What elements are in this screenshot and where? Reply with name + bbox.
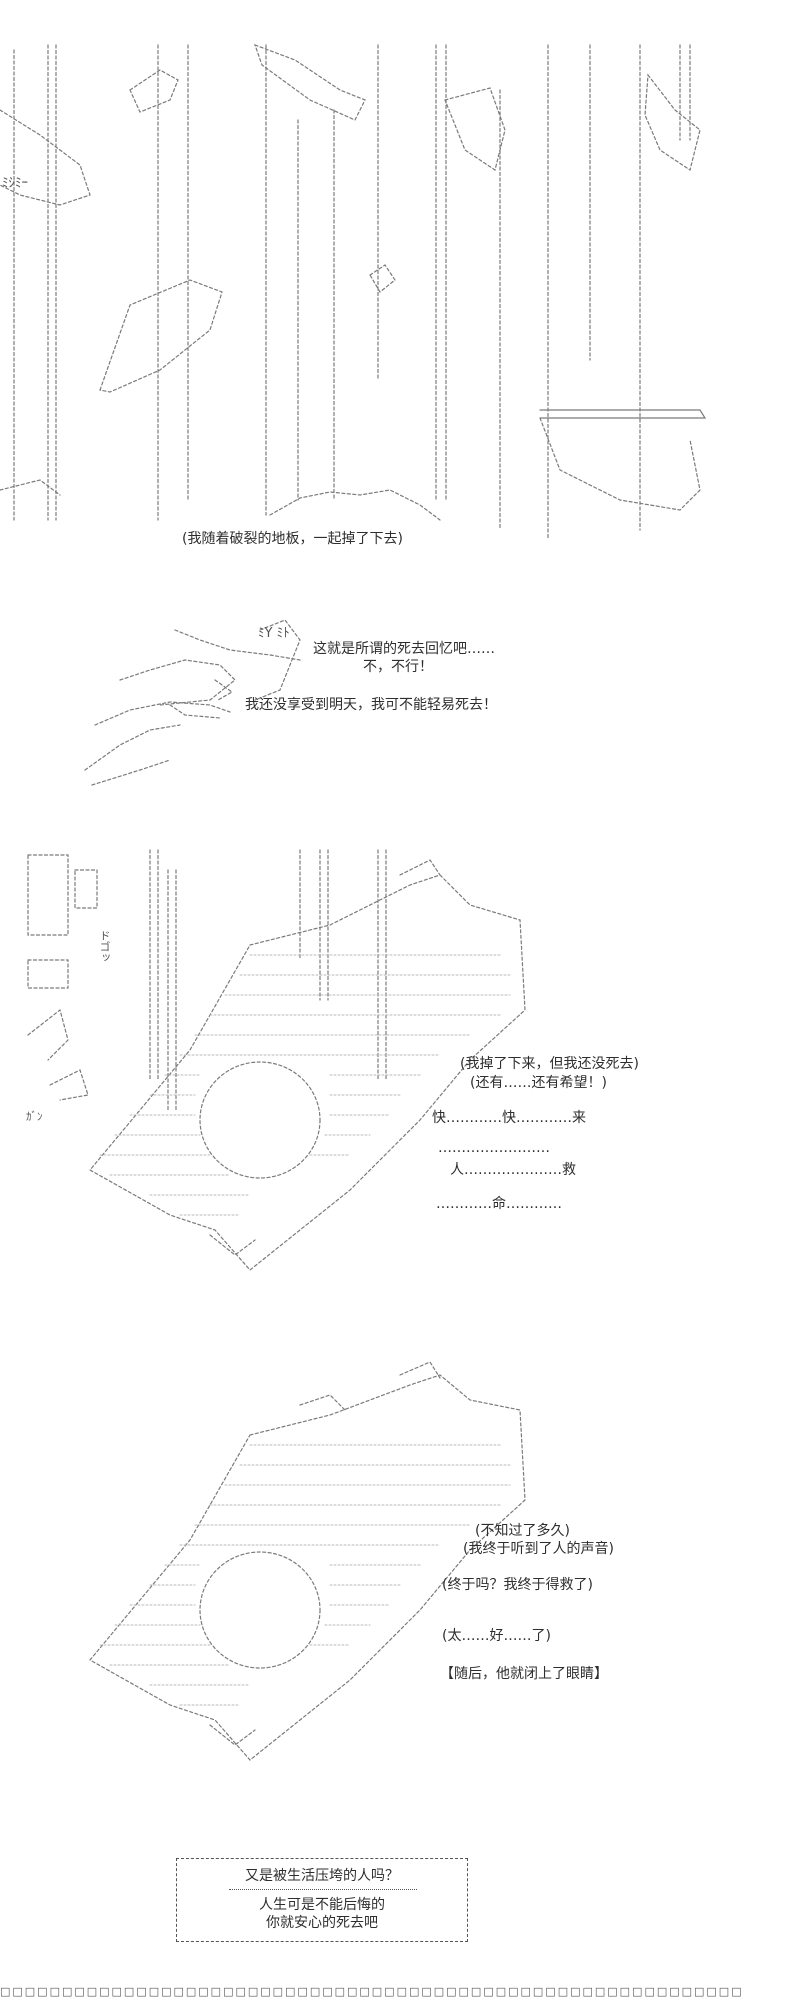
panel4-line-3: (终于吗？我终于得救了) [442, 1577, 593, 1593]
panel3-dots-1: …………………… [438, 1140, 550, 1156]
panel1-caption: (我随着破裂的地板，一起掉了下去) [182, 531, 403, 547]
panel2-thought-3: 我还没享受到明天，我可不能轻易死去！ [245, 697, 497, 713]
panel3-thought-1: (我掉了下来，但我还没死去) [460, 1056, 639, 1072]
panel2-thought-1: 这就是所谓的死去回忆吧…… [313, 641, 495, 657]
panel4-line-5: 【随后，他就闭上了眼睛】 [440, 1666, 608, 1682]
panel1-art [0, 43, 707, 541]
narration-line-3: 你就安心的死去吧 [266, 1915, 378, 1931]
panel4-line-1: (不知过了多久) [475, 1523, 570, 1539]
panel4-hatching [99, 1444, 511, 1706]
panel3-thought-2: (还有……还有希望！) [470, 1075, 607, 1091]
panel3-call-2: 人…………………救 [450, 1162, 576, 1178]
panel3-hatching [99, 954, 511, 1216]
panel3-sfx-small: ｶﾞﾝ [26, 1110, 43, 1123]
panel1-sfx: ﾐｼﾐｰ [2, 176, 28, 191]
panel2-art [84, 619, 301, 786]
panel2-thought-2: 不，不行！ [363, 659, 433, 675]
narration-line-2: 人生可是不能后悔的 [259, 1897, 385, 1913]
panel2-sfx: ﾐY ﾐﾄ [258, 626, 290, 641]
panel4-line-4: (太……好……了) [442, 1628, 551, 1644]
panel3-art [27, 849, 526, 1271]
panel4-line-2: (我终于听到了人的声音) [463, 1541, 614, 1557]
panel4-art [89, 1361, 526, 1761]
narration-box: 又是被生活压垮的人吗？ 人生可是不能后悔的 你就安心的死去吧 [176, 1858, 468, 1942]
panel3-call-1: 快…………快…………来 [432, 1110, 586, 1126]
footer-placeholder-row: □□□□□□□□□□□□□□□□□□□□□□□□□□□□□□□□□□□□□□□□… [0, 1985, 744, 1998]
narration-separator [229, 1889, 417, 1890]
panel3-sfx-vertical: ドゴッ [98, 930, 111, 963]
panel3-call-3: …………命………… [436, 1196, 562, 1212]
narration-line-1: 又是被生活压垮的人吗？ [245, 1868, 399, 1884]
